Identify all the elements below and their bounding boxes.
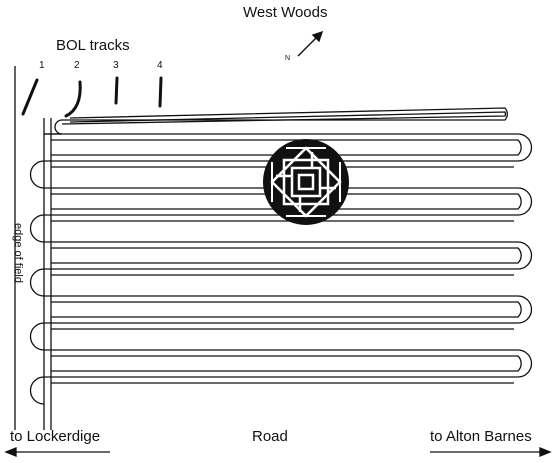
tramline-outer — [29, 133, 533, 405]
track-number-4: 4 — [157, 60, 163, 71]
bol-track-2 — [64, 80, 82, 118]
bol-tracks-label: BOL tracks — [56, 37, 130, 54]
title-west-woods: West Woods — [243, 4, 328, 21]
tramline-top-inner — [61, 111, 507, 125]
arrow-left-icon — [4, 447, 17, 457]
crop-emblem — [263, 139, 349, 225]
north-label: N — [285, 55, 291, 62]
to-alton-barnes-label: to Alton Barnes — [430, 428, 532, 445]
track-number-2: 2 — [74, 60, 80, 71]
to-lockerdige-label: to Lockerdige — [10, 428, 101, 445]
bol-track-3 — [114, 76, 119, 105]
track-number-1: 1 — [39, 60, 45, 71]
edge-of-field-label: edge of field — [12, 223, 24, 283]
track-number-3: 3 — [113, 60, 119, 71]
road-label: Road — [252, 428, 288, 445]
bol-track-1 — [21, 78, 39, 116]
arrow-right-icon — [539, 447, 552, 457]
north-arrow-icon — [297, 30, 324, 57]
bol-track-4 — [158, 76, 163, 108]
tramline-top — [44, 107, 508, 135]
